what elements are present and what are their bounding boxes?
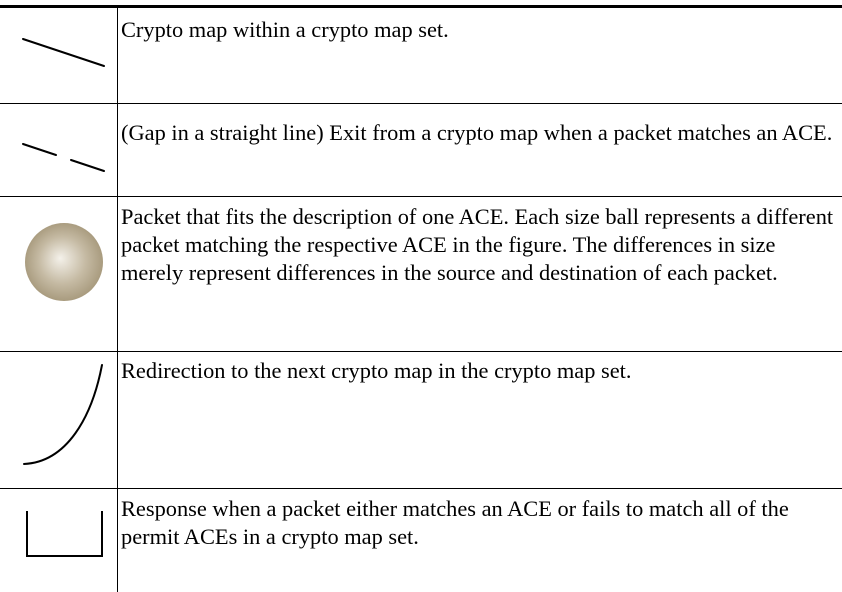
diagonal-line-icon [22,38,105,67]
legend-description: Crypto map within a crypto map set. [121,17,449,42]
row-divider [0,351,842,352]
legend-description: (Gap in a straight line) Exit from a cry… [121,120,833,145]
row-divider [0,488,842,489]
table-top-rule [0,5,842,8]
bracket-icon [26,511,103,557]
row-divider [0,103,842,104]
legend-description: Redirection to the next crypto map in th… [121,358,632,383]
row-divider [0,196,842,197]
legend-description: Response when a packet either matches an… [121,496,789,549]
legend-description: Packet that fits the description of one … [121,204,834,285]
packet-ball-icon [25,223,103,301]
broken-line-icon [22,143,105,172]
curved-arrow-line-icon [23,364,103,465]
column-divider [117,8,118,592]
